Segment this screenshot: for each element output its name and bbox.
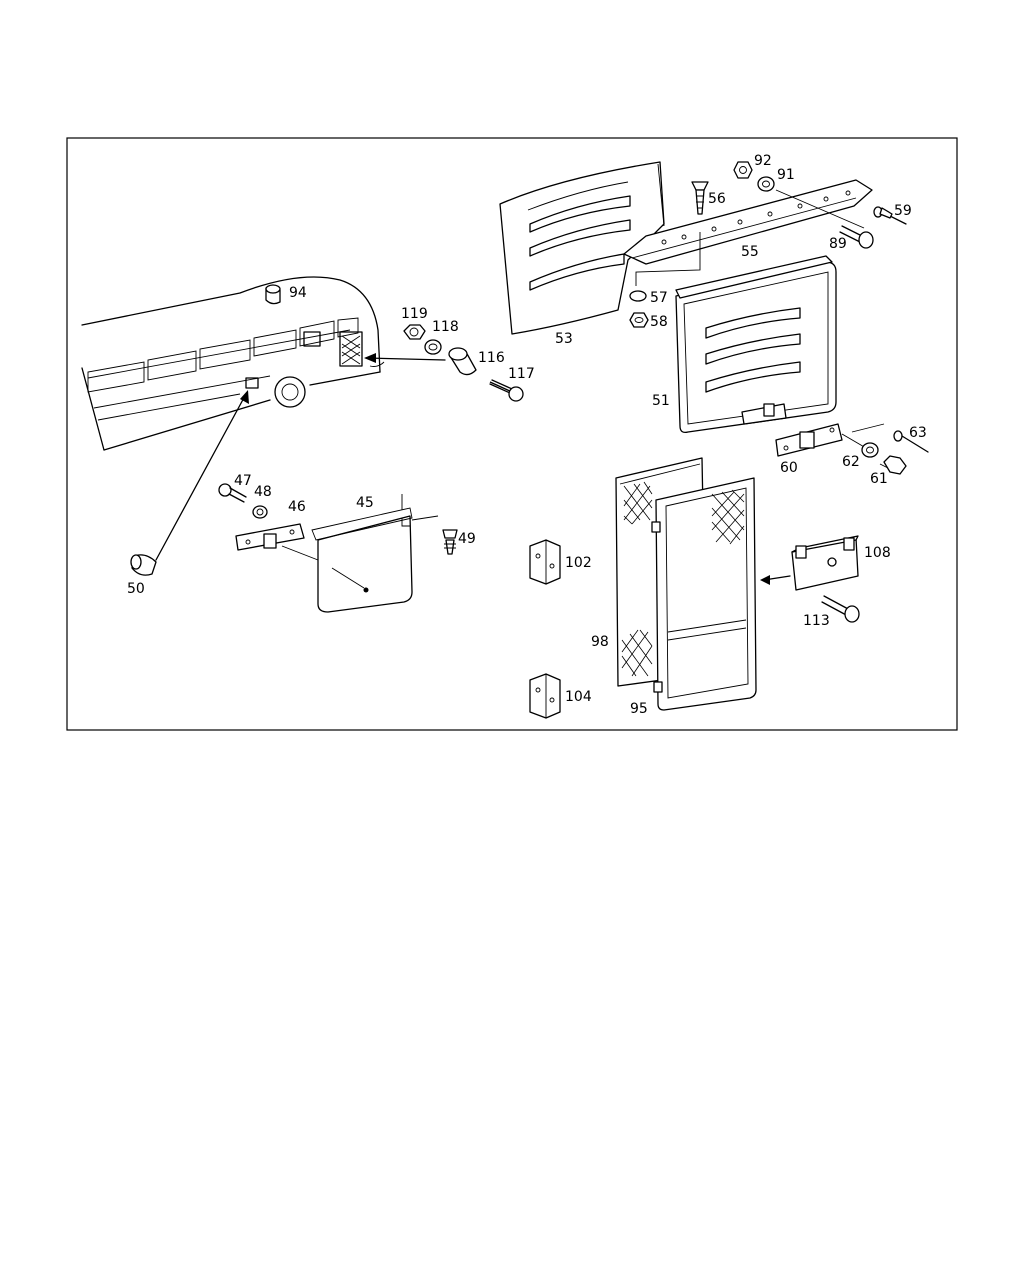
label-53: 53 <box>555 331 573 347</box>
label-98: 98 <box>591 634 609 650</box>
label-95: 95 <box>630 701 648 717</box>
label-46: 46 <box>288 499 306 515</box>
label-108: 108 <box>864 545 891 561</box>
bus-body-side <box>81 276 385 451</box>
part-60-latch <box>775 423 867 457</box>
part-119-nut <box>403 324 426 340</box>
part-48-washer <box>252 505 268 519</box>
vent-flap <box>311 494 439 613</box>
part-117-screw <box>489 379 524 402</box>
part-108-lock <box>760 535 859 591</box>
part-118-washer <box>424 339 442 355</box>
part-62-washer <box>861 442 879 458</box>
label-58: 58 <box>650 314 668 330</box>
part-113-screw <box>821 595 860 623</box>
part-47-bolt <box>218 483 247 503</box>
screen-door <box>651 477 757 711</box>
part-50-cap <box>130 554 157 576</box>
label-118: 118 <box>432 319 459 335</box>
label-48: 48 <box>254 484 272 500</box>
label-117: 117 <box>508 366 535 382</box>
part-57-washer <box>629 290 647 302</box>
label-102: 102 <box>565 555 592 571</box>
diagram-frame <box>66 137 958 731</box>
louver-door <box>675 255 837 434</box>
label-49: 49 <box>458 531 476 547</box>
label-89: 89 <box>829 236 847 252</box>
label-91: 91 <box>777 167 795 183</box>
label-59: 59 <box>894 203 912 219</box>
part-91-washer <box>757 176 865 229</box>
label-50: 50 <box>127 581 145 597</box>
label-119: 119 <box>401 306 428 322</box>
label-104: 104 <box>565 689 592 705</box>
part-59-pin <box>873 206 907 225</box>
part-49-screw <box>442 529 458 555</box>
label-61: 61 <box>870 471 888 487</box>
label-60: 60 <box>780 460 798 476</box>
callout-arrows <box>155 353 446 561</box>
label-56: 56 <box>708 191 726 207</box>
label-55: 55 <box>741 244 759 260</box>
label-45: 45 <box>356 495 374 511</box>
part-116-bushing <box>448 347 477 376</box>
label-94: 94 <box>289 285 307 301</box>
label-57: 57 <box>650 290 668 306</box>
part-labels: 45 46 47 48 49 50 51 53 55 56 57 58 59 6… <box>127 153 927 717</box>
part-94-cap <box>265 284 281 305</box>
label-113: 113 <box>803 613 830 629</box>
part-63-pin <box>851 423 929 453</box>
label-62: 62 <box>842 454 860 470</box>
part-92-nut <box>733 161 753 179</box>
label-63: 63 <box>909 425 927 441</box>
label-47: 47 <box>234 473 252 489</box>
part-104-hinge <box>529 673 561 719</box>
part-46-hinge-bracket <box>235 523 319 561</box>
part-102-hinge <box>529 539 561 585</box>
label-116: 116 <box>478 350 505 366</box>
part-89-screw <box>839 225 874 249</box>
part-56-screw <box>635 181 709 286</box>
label-92: 92 <box>754 153 772 169</box>
label-51: 51 <box>652 393 670 409</box>
louver-panel <box>499 161 665 335</box>
part-58-nut <box>629 312 649 328</box>
part-61-bolt <box>879 455 907 475</box>
